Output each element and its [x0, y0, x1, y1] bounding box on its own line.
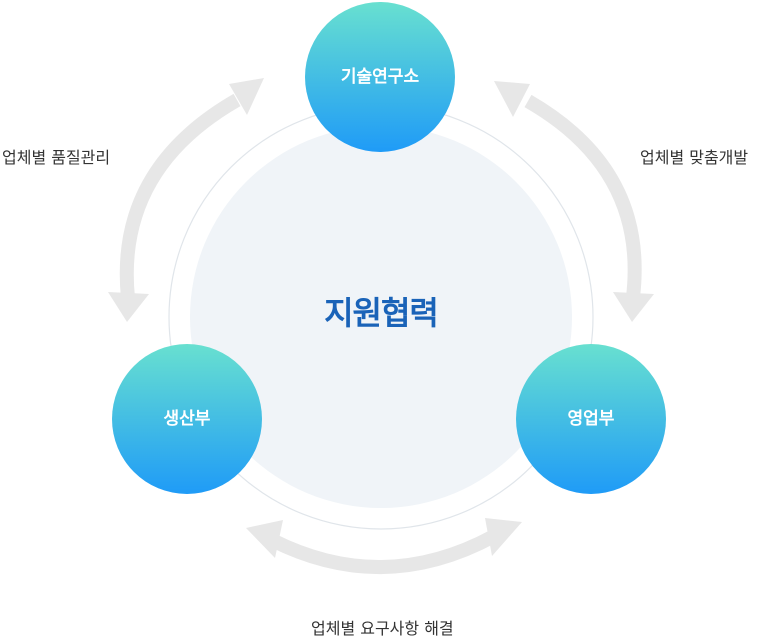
- relation-requirements-label: 업체별 요구사항 해결: [311, 619, 454, 638]
- arrow-quality: [108, 78, 264, 322]
- node-sales-circle: [516, 344, 666, 494]
- node-sales-label: 영업부: [567, 409, 615, 429]
- relation-custom-dev-label: 업체별 맞춤개발: [640, 148, 749, 167]
- arrow-requirements: [246, 518, 522, 574]
- node-production-label: 생산부: [163, 409, 211, 429]
- center-circle: [190, 126, 572, 508]
- node-production-circle: [112, 344, 262, 494]
- node-research-circle: [305, 2, 455, 152]
- arrow-custom-dev: [494, 81, 654, 322]
- center-title: 지원협력: [324, 294, 439, 332]
- node-research-label: 기술연구소: [340, 67, 420, 87]
- relation-quality-label: 업체별 품질관리: [2, 148, 111, 167]
